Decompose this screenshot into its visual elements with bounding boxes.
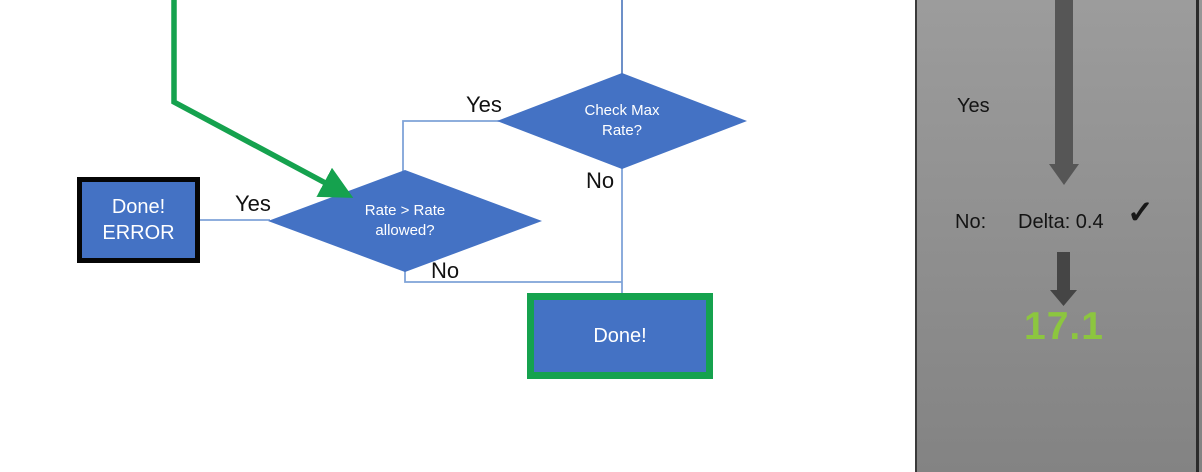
gray-panel <box>915 0 1199 472</box>
connector-max-yes <box>402 120 499 171</box>
decision-check-max-rate: Check Max Rate? <box>497 73 747 169</box>
panel-no-label: No: <box>955 211 987 233</box>
decision-check-max-rate-line2: Rate? <box>601 122 643 139</box>
check-icon: ✓ <box>1127 194 1154 230</box>
edge-label-rate-no: No <box>431 258 460 283</box>
edge-label-max-no: No <box>586 168 615 193</box>
edge-label-max-yes: Yes <box>466 92 502 117</box>
decision-rate-allowed: Rate > Rate allowed? <box>268 170 542 272</box>
done-box-label: Done! <box>593 325 647 347</box>
done-error-line2: ERROR <box>102 222 175 244</box>
panel-delta-value: Delta: 0.4 <box>1018 211 1104 233</box>
edge-label-rate-yes: Yes <box>235 191 271 216</box>
decision-rate-allowed-line2: allowed? <box>375 222 435 239</box>
done-error-box: Done! ERROR <box>77 177 200 263</box>
gray-panel-edge <box>1199 0 1202 472</box>
done-error-line1: Done! <box>111 196 166 218</box>
decision-check-max-rate-line1: Check Max <box>584 102 660 119</box>
green-path-polyline <box>171 0 354 198</box>
panel-yes-label: Yes <box>957 95 990 117</box>
done-box: Done! <box>527 293 713 379</box>
decision-rate-allowed-line1: Rate > Rate <box>364 202 446 219</box>
panel-result-value: 17.1 <box>1024 305 1104 348</box>
